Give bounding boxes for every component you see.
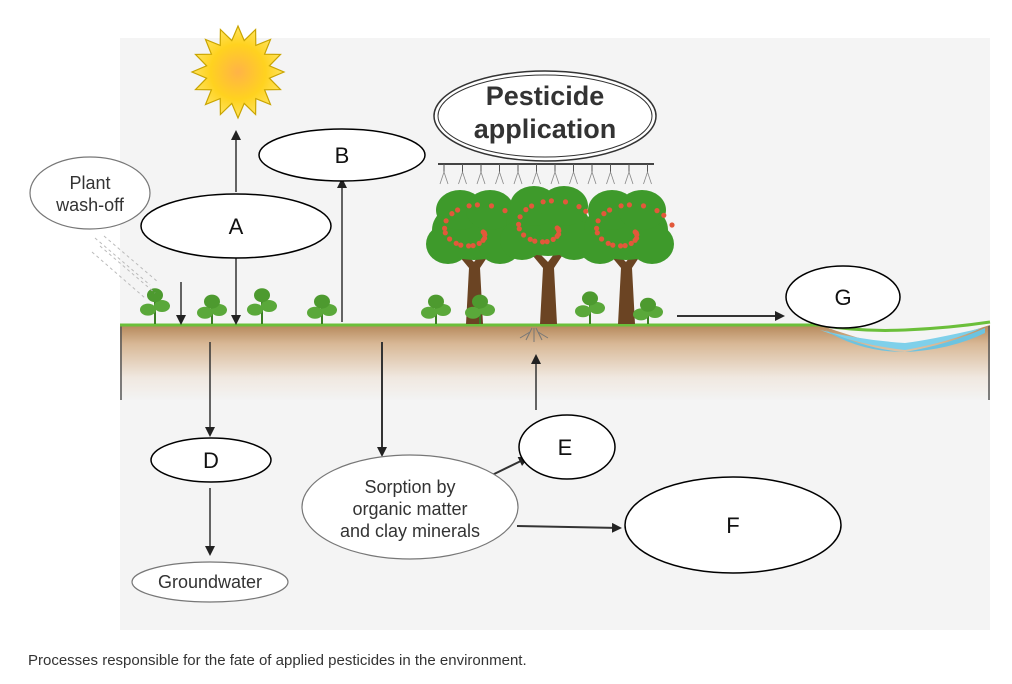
surface-water (820, 328, 982, 350)
figure-caption: Processes responsible for the fate of ap… (28, 652, 527, 669)
orchard-trees-icon (426, 186, 675, 324)
groundwater-bubble: Groundwater (131, 561, 289, 603)
soil-layer (120, 325, 990, 400)
blank-e: E (518, 414, 616, 480)
blank-a: A (140, 193, 332, 259)
blank-a-label: A (229, 214, 244, 239)
blank-b: B (258, 128, 426, 182)
blank-g: G (785, 265, 901, 329)
washoff-rain-icon (91, 235, 159, 299)
blank-f-label: F (726, 513, 739, 538)
sorption-line1: Sorption by (364, 477, 455, 497)
blank-d: D (150, 437, 272, 483)
groundwater-label: Groundwater (158, 572, 262, 592)
arrow-sorption-to-e (487, 457, 529, 478)
sorption-line3: and clay minerals (340, 521, 480, 541)
sprayer-boom-icon (438, 163, 654, 185)
plant-washoff-line1: Plant (69, 173, 110, 193)
plant-roots-icon (519, 327, 549, 342)
blank-d-label: D (203, 448, 219, 473)
sorption-line2: organic matter (352, 499, 467, 519)
sun-icon (190, 24, 286, 120)
blank-e-label: E (558, 435, 573, 460)
pesticide-application-line2: application (474, 114, 617, 144)
water-basin (825, 328, 985, 352)
plant-washoff-line2: wash-off (55, 195, 125, 215)
sorption-bubble: Sorption by organic matter and clay mine… (301, 454, 519, 560)
pesticide-application-line1: Pesticide (486, 81, 605, 111)
process-arrows (176, 130, 785, 556)
plant-washoff-bubble: Plant wash-off (29, 156, 151, 230)
blank-b-label: B (335, 143, 350, 168)
crop-plants-icon (140, 288, 663, 324)
blank-g-label: G (834, 285, 851, 310)
blank-f: F (624, 476, 842, 574)
pesticide-application-bubble: Pesticide application (433, 70, 657, 162)
arrow-sorption-to-f (516, 522, 622, 533)
